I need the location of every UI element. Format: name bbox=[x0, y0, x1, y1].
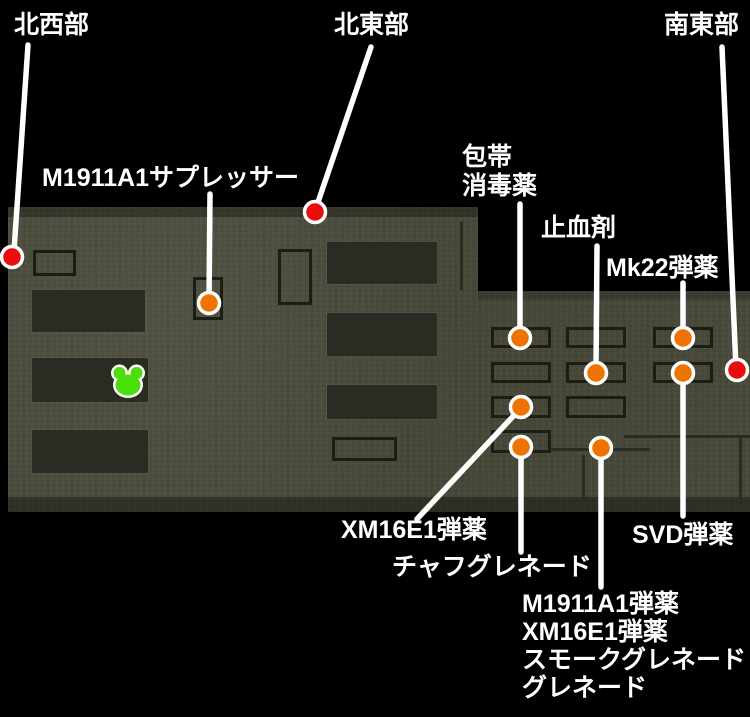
map-room-filled bbox=[327, 385, 437, 419]
item-group-label-line: スモークグレネード bbox=[522, 646, 747, 674]
chaff-grenade-label-line: チャフグレネード bbox=[392, 553, 592, 581]
map-bottom-shadow bbox=[8, 497, 750, 512]
mk22-ammo-label: Mk22弾薬 bbox=[606, 254, 719, 283]
item-group-label-line: グレネード bbox=[522, 674, 648, 702]
map-room-filled bbox=[327, 313, 437, 356]
svd-ammo-label-line: SVD弾薬 bbox=[632, 521, 734, 549]
area-northeast-label: 北東部 bbox=[334, 11, 409, 40]
map-top-shadow bbox=[8, 207, 750, 217]
map-room-filled bbox=[32, 290, 145, 332]
map-room-outlined bbox=[193, 277, 223, 320]
bandage-disinfectant-label: 包帯消毒薬 bbox=[462, 143, 537, 201]
map-room-outlined bbox=[653, 362, 713, 383]
styptic-label-line: 止血剤 bbox=[541, 214, 617, 242]
map-room-outlined bbox=[332, 437, 397, 461]
map-wall bbox=[551, 448, 650, 451]
svd-ammo-label: SVD弾薬 bbox=[632, 521, 733, 550]
callout-line bbox=[313, 44, 374, 211]
map-room-filled bbox=[32, 358, 148, 402]
m1911a1-suppressor-label-line: M1911A1サプレッサー bbox=[42, 164, 300, 192]
map-wall bbox=[624, 435, 750, 438]
map-room-outlined bbox=[653, 327, 713, 348]
bandage-disinfectant-label-line: 包帯 bbox=[462, 143, 513, 171]
map-room-outlined bbox=[491, 362, 551, 383]
map-wall bbox=[739, 437, 742, 504]
item-group-label-line: XM16E1弾薬 bbox=[522, 618, 668, 646]
area-southeast-label-line: 南東部 bbox=[664, 11, 740, 39]
map-notch-black bbox=[478, 207, 750, 291]
area-southeast-label: 南東部 bbox=[664, 11, 739, 40]
area-northeast-label-line: 北東部 bbox=[334, 11, 410, 39]
xm16e1-ammo-label: XM16E1弾薬 bbox=[341, 516, 487, 545]
map-room-filled bbox=[32, 430, 148, 473]
area-northwest-label: 北西部 bbox=[14, 11, 89, 40]
map-wall bbox=[582, 455, 585, 503]
map-room-outlined bbox=[566, 327, 626, 348]
map-room-outlined bbox=[566, 362, 626, 383]
styptic-label: 止血剤 bbox=[541, 214, 616, 243]
map-room-outlined bbox=[566, 396, 626, 418]
map-room-outlined bbox=[491, 396, 551, 418]
xm16e1-ammo-label-line: XM16E1弾薬 bbox=[341, 516, 487, 544]
mk22-ammo-label-line: Mk22弾薬 bbox=[606, 254, 719, 282]
m1911a1-suppressor-label: M1911A1サプレッサー bbox=[42, 164, 299, 193]
chaff-grenade-label: チャフグレネード bbox=[392, 553, 592, 582]
map-room-outlined bbox=[33, 250, 76, 276]
map-room-outlined bbox=[278, 249, 312, 305]
item-group-label-line: M1911A1弾薬 bbox=[522, 590, 680, 618]
map-room-filled bbox=[327, 242, 437, 284]
map-room-outlined bbox=[491, 327, 551, 348]
map-wall bbox=[460, 222, 463, 290]
map-notch-shadow bbox=[478, 291, 750, 300]
area-northwest-label-line: 北西部 bbox=[14, 11, 90, 39]
map-room-outlined bbox=[491, 430, 551, 453]
bandage-disinfectant-label-line: 消毒薬 bbox=[462, 172, 538, 200]
